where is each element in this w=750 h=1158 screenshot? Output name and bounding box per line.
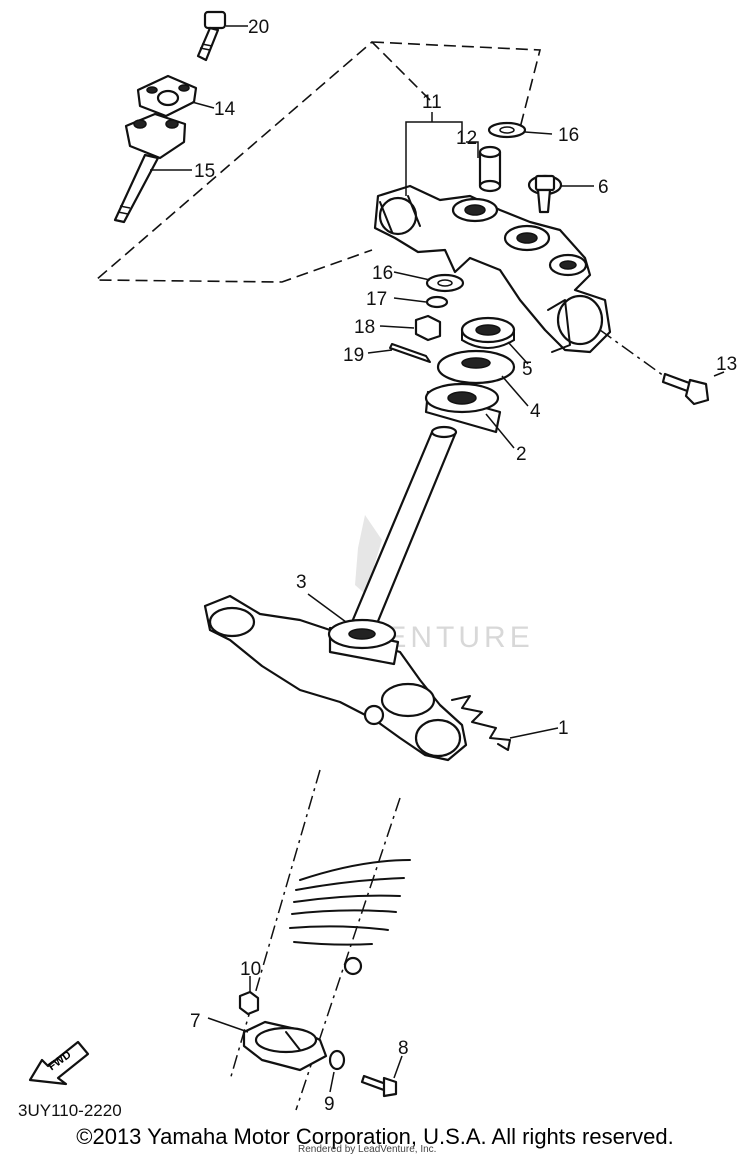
- label-5: 5: [522, 359, 533, 380]
- label-2: 2: [516, 444, 527, 465]
- part-14-upper-holder[interactable]: [136, 74, 198, 118]
- label-10: 10: [240, 959, 261, 980]
- part-5-ring-nut[interactable]: [460, 316, 516, 349]
- part-13-bolt[interactable]: [661, 372, 710, 406]
- label-4: 4: [530, 401, 541, 422]
- label-13: 13: [716, 354, 737, 375]
- part-16-washer-top[interactable]: [487, 121, 527, 139]
- label-18: 18: [354, 317, 375, 338]
- label-17: 17: [366, 289, 387, 310]
- label-16-lower: 16: [372, 263, 393, 284]
- label-20: 20: [248, 17, 269, 38]
- label-16-top: 16: [558, 125, 579, 146]
- part-3-bearing[interactable]: [327, 618, 400, 666]
- label-6: 6: [598, 177, 609, 198]
- part-16-washer-lower[interactable]: [425, 273, 465, 293]
- part-4-cover[interactable]: [436, 349, 516, 385]
- label-15: 15: [194, 161, 215, 182]
- label-19: 19: [343, 345, 364, 366]
- label-9: 9: [324, 1094, 335, 1115]
- label-11: 11: [422, 92, 442, 113]
- part-2-bearing[interactable]: [424, 382, 502, 434]
- label-3: 3: [296, 572, 307, 593]
- label-8: 8: [398, 1038, 409, 1059]
- diagram-reference-code: 3UY110-2220: [18, 1101, 122, 1120]
- fwd-arrow-icon: FWD: [28, 1040, 90, 1086]
- label-14: 14: [214, 99, 236, 120]
- part-12-collar[interactable]: [478, 145, 502, 193]
- inset-dashed-outline: [93, 40, 542, 283]
- part-19-cotter-pin[interactable]: [389, 343, 431, 363]
- part-1-wire-clip[interactable]: [451, 695, 511, 751]
- label-12: 12: [456, 128, 477, 149]
- copyright-notice: ©2013 Yamaha Motor Corporation, U.S.A. A…: [76, 1124, 674, 1149]
- part-20-bolt[interactable]: [196, 10, 227, 62]
- under-bracket[interactable]: [203, 594, 468, 762]
- rendered-by-credit: Rendered by LeadVenture, Inc.: [298, 1144, 437, 1155]
- part-18-nut[interactable]: [414, 314, 442, 342]
- leader-lines: [150, 25, 725, 1093]
- part-17-lock-washer[interactable]: [425, 295, 449, 309]
- part-15-lower-holder[interactable]: [113, 112, 187, 224]
- part-9-washer[interactable]: [328, 1049, 346, 1071]
- part-10-nut[interactable]: [238, 990, 260, 1016]
- label-7: 7: [190, 1011, 201, 1032]
- part-7-clamp[interactable]: [242, 1020, 328, 1072]
- part-8-bolt[interactable]: [360, 1074, 398, 1098]
- part-11-upper-bracket[interactable]: [373, 184, 612, 354]
- part-6-bolt[interactable]: [527, 174, 563, 214]
- label-1: 1: [558, 718, 569, 739]
